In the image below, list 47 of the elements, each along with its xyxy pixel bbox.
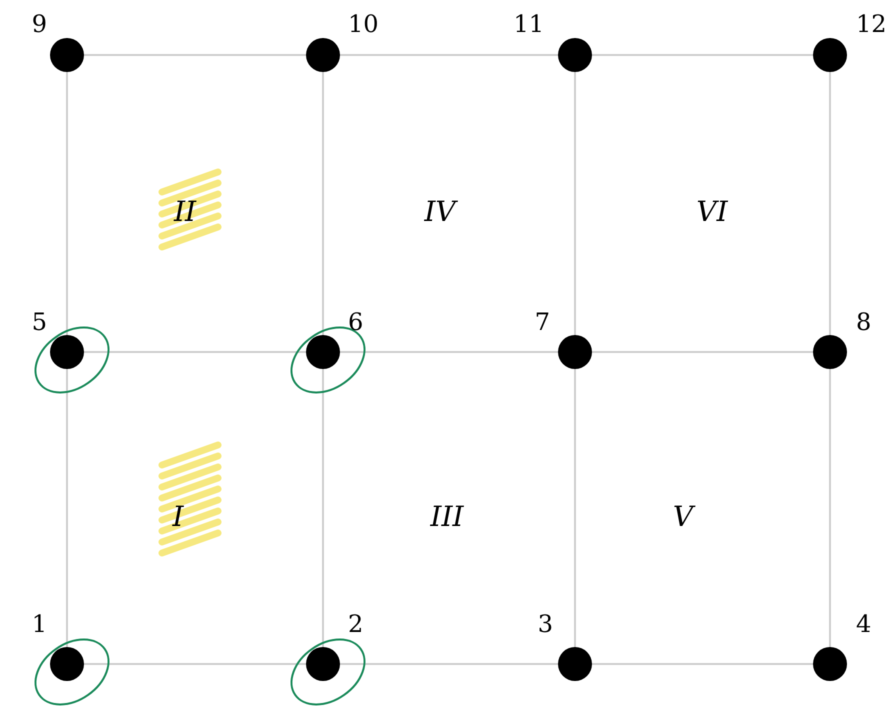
grid-line (592, 663, 813, 665)
grid-line (592, 351, 813, 353)
node-dot (813, 335, 847, 369)
grid-line (574, 369, 576, 647)
grid-line (829, 72, 831, 335)
node-dot (306, 38, 340, 72)
element-label: III (430, 503, 464, 531)
grid-line (322, 369, 324, 647)
node-number: 5 (32, 310, 47, 334)
element-label: IV (424, 198, 456, 226)
element-label: I (172, 503, 184, 531)
node-number: 8 (856, 310, 872, 334)
grid-line (84, 351, 306, 353)
node-dot (813, 647, 847, 681)
node-dot (558, 38, 592, 72)
grid-line (66, 72, 68, 335)
grid-line (322, 72, 324, 335)
grid-line (84, 663, 306, 665)
element-label: II (174, 198, 196, 226)
node-number: 2 (348, 612, 364, 636)
node-number: 4 (856, 612, 872, 636)
node-number: 3 (538, 612, 553, 636)
node-dot (50, 647, 84, 681)
grid-line (574, 72, 576, 335)
element-label: V (672, 503, 694, 531)
node-number: 12 (856, 12, 887, 36)
node-dot (50, 335, 84, 369)
grid-line (84, 54, 306, 56)
node-dot (306, 647, 340, 681)
node-number: 10 (348, 12, 379, 36)
node-number: 6 (348, 310, 364, 334)
grid-line (592, 54, 813, 56)
node-number: 7 (534, 310, 550, 334)
element-label: VI (696, 198, 728, 226)
grid-line (340, 54, 558, 56)
node-dot (306, 335, 340, 369)
node-dot (813, 38, 847, 72)
grid-line (829, 369, 831, 647)
node-dot (50, 38, 84, 72)
node-dot (558, 647, 592, 681)
node-number: 1 (32, 612, 47, 636)
node-number: 9 (32, 12, 47, 36)
node-number: 11 (513, 12, 544, 36)
grid-line (340, 663, 558, 665)
node-dot (558, 335, 592, 369)
grid-line (66, 369, 68, 647)
grid-line (340, 351, 558, 353)
